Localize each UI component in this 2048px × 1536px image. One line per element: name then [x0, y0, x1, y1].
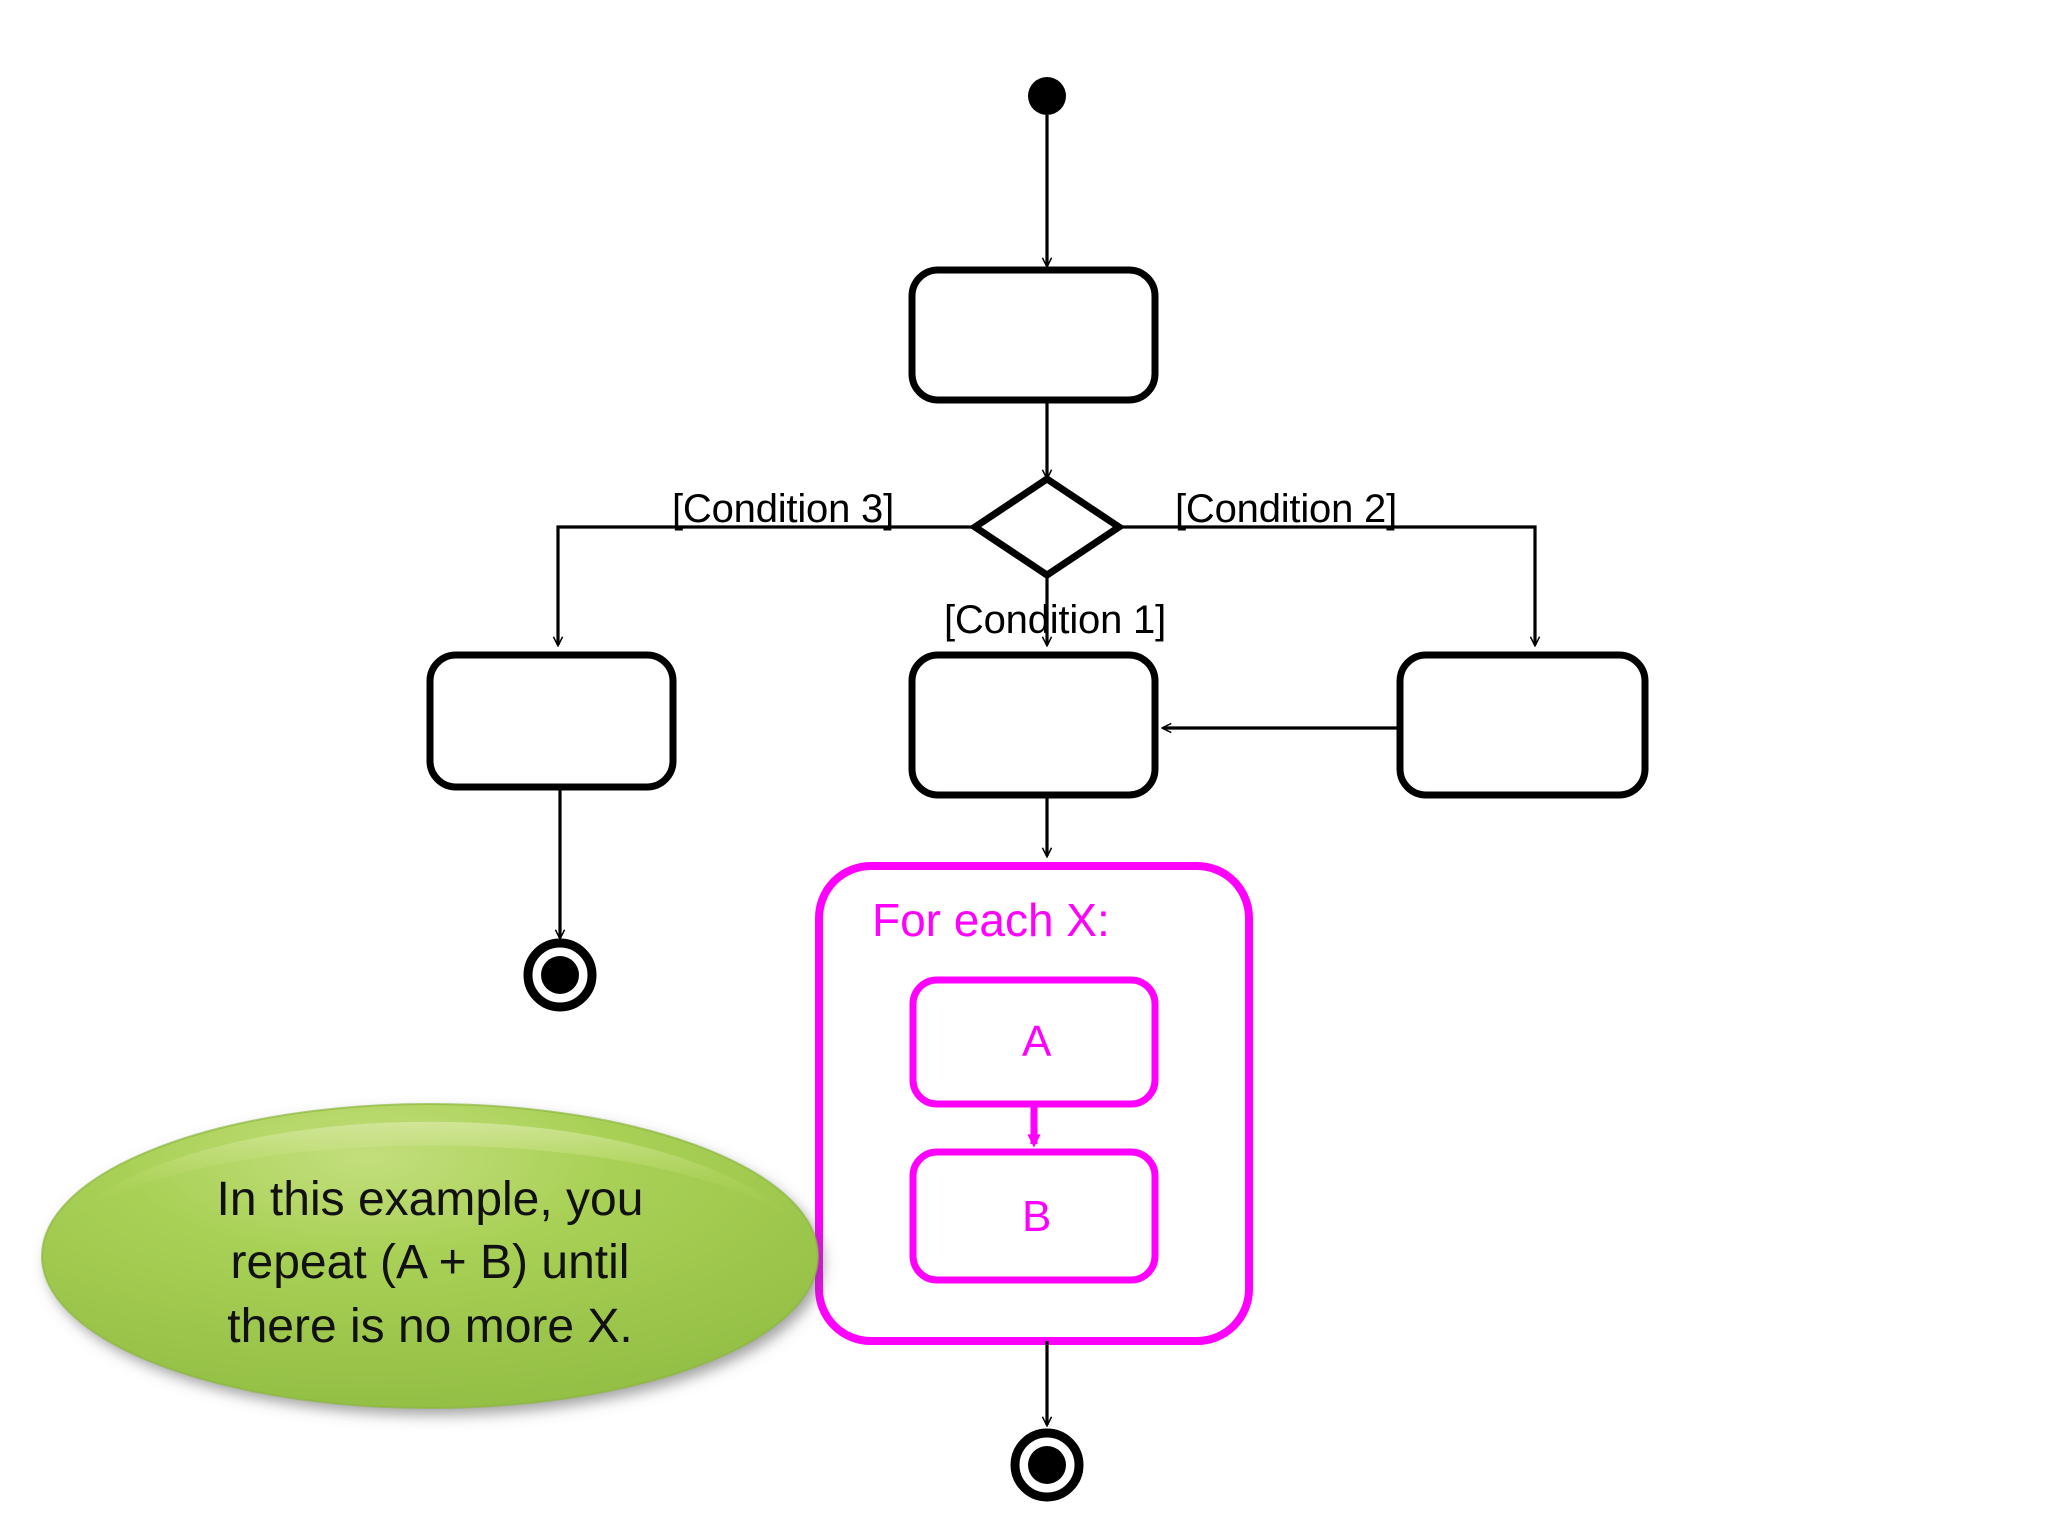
note-line-3: there is no more X. — [227, 1299, 633, 1353]
guard-label-condition-3: [Condition 3] — [672, 487, 894, 531]
loop-box-b[interactable] — [909, 1148, 1159, 1284]
action-center[interactable] — [908, 651, 1159, 799]
flow-condition-3 — [558, 525, 975, 645]
final-node-bottom[interactable] — [1010, 1428, 1084, 1502]
flow-condition-2 — [1119, 525, 1535, 645]
loop-box-a-label: A — [1022, 1017, 1052, 1066]
note-line-2: repeat (A + B) until — [230, 1236, 630, 1290]
guard-label-condition-2: [Condition 2] — [1175, 487, 1397, 531]
action-top[interactable] — [908, 266, 1159, 404]
initial-node[interactable] — [1028, 77, 1066, 115]
loop-region-title: For each X: — [872, 894, 1110, 946]
note-callout-text: In this example, you repeat (A + B) unti… — [110, 1168, 750, 1358]
loop-box-b-label: B — [1022, 1192, 1052, 1241]
action-left[interactable] — [426, 651, 677, 791]
note-line-1: In this example, you — [216, 1173, 644, 1226]
decision-diamond[interactable] — [968, 474, 1126, 580]
action-right[interactable] — [1396, 651, 1649, 799]
note-callout — [41, 1103, 819, 1409]
guard-label-condition-1: [Condition 1] — [944, 598, 1166, 642]
final-node-left[interactable] — [523, 938, 597, 1012]
